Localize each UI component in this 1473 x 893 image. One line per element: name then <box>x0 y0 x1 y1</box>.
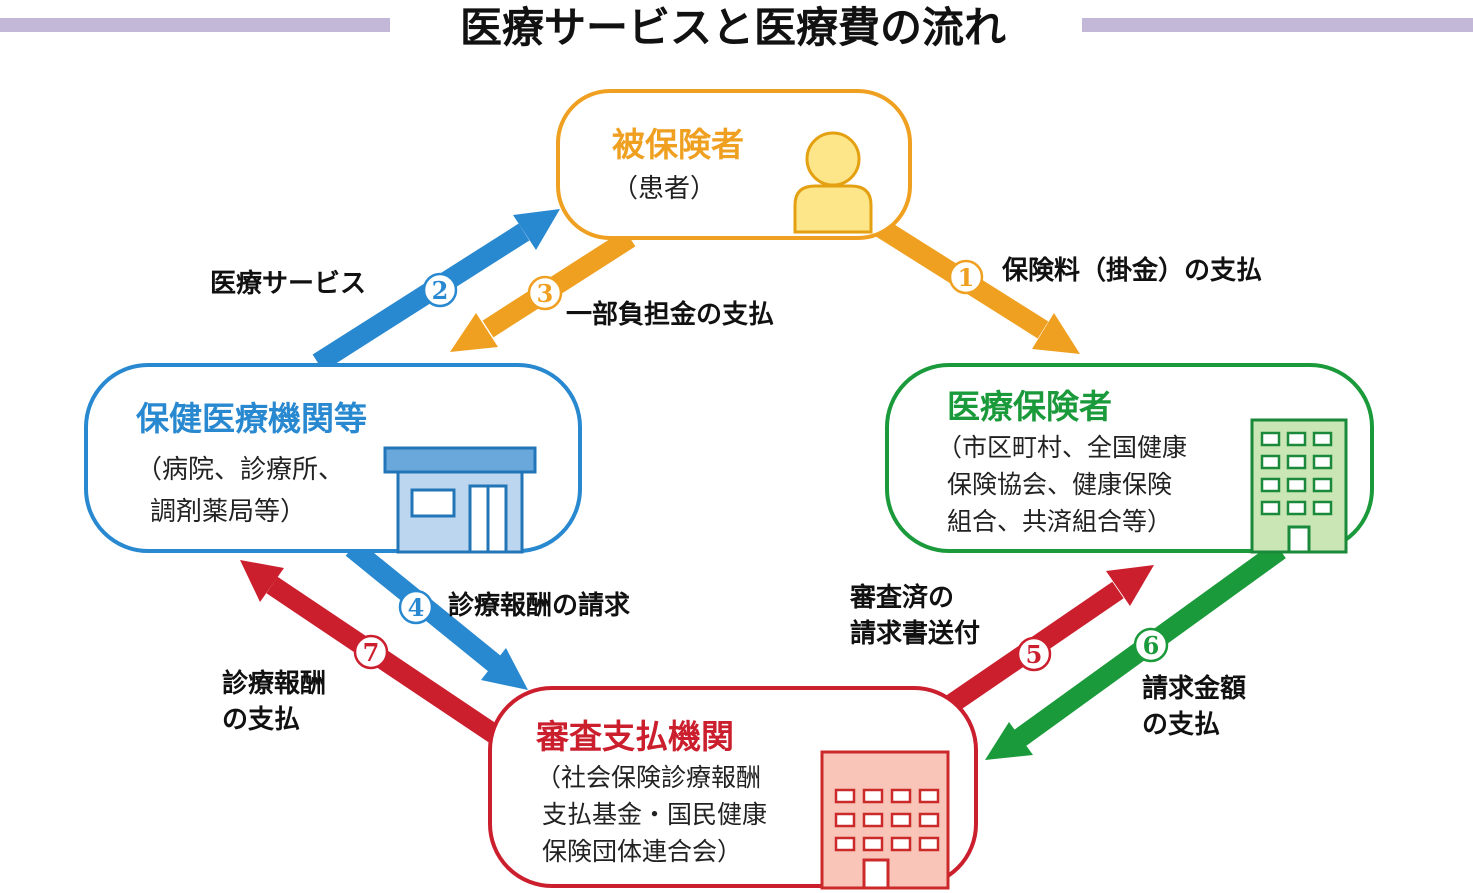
badge-7 <box>353 634 389 670</box>
node-provider: 保健医療機関等 （病院、診療所、 調剤薬局等） <box>84 363 582 554</box>
flow-6-label-line-1: 請求金額 <box>1142 673 1246 704</box>
flow-2-label-line-1: 医療サービス <box>210 269 366 299</box>
arrow-3-head <box>450 313 498 352</box>
node-insurer-line-1: （市区町村、全国健康 <box>937 433 1187 462</box>
arrow-7-head <box>240 560 284 602</box>
node-insured-title: 被保険者 <box>612 125 744 164</box>
badge-5 <box>1016 636 1052 672</box>
flow-3-label-line-1: 一部負担金の支払 <box>566 299 774 330</box>
node-provider-line-2: 調剤薬局等） <box>150 497 306 527</box>
flow-labels: 1 保険料（掛金）の支払 2 医療サービス 3 一部負担金の支払 4 診療報酬の… <box>210 255 1262 740</box>
flow-7-label-line-1: 診療報酬 <box>222 668 326 699</box>
arrow-5-head <box>1106 565 1154 606</box>
building-window <box>862 812 884 828</box>
building-window <box>834 836 856 852</box>
flow-5-label-line-1: 審査済の <box>849 582 954 613</box>
title-area: 医療サービスと医療費の流れ <box>0 3 1473 52</box>
building-window <box>890 788 912 804</box>
node-provider-title: 保健医療機関等 <box>136 399 367 438</box>
node-insurer-line-3: 組合、共済組合等） <box>947 507 1172 536</box>
node-review: 審査支払機関 （社会保険診療報酬 支払基金・国民健康 保険団体連合会） <box>488 686 978 890</box>
building-window <box>1260 454 1281 470</box>
office-tower-icon <box>820 750 950 890</box>
building-window <box>890 836 912 852</box>
badge-4 <box>398 589 434 625</box>
arrow-2-shaft <box>312 223 530 372</box>
arrow-6-head <box>985 722 1033 760</box>
building-window <box>1286 454 1307 470</box>
building-window <box>1312 431 1333 447</box>
node-insured-line-1: （患者） <box>612 174 716 204</box>
badge-3-number: 3 <box>537 279 554 308</box>
title-bar-right <box>1082 18 1473 32</box>
building-window <box>1286 500 1307 516</box>
building-window <box>890 812 912 828</box>
badge-1-number: 1 <box>958 263 975 292</box>
building-window <box>918 812 940 828</box>
node-review-line-2: 支払基金・国民健康 <box>542 800 767 829</box>
building-window <box>1286 431 1307 447</box>
node-insurer-title: 医療保険者 <box>947 387 1112 426</box>
node-provider-line-1: （病院、診療所、 <box>136 455 344 485</box>
arrow-4-head <box>481 648 528 690</box>
flow-7-label-line-2: の支払 <box>222 705 300 735</box>
flow-6-label-line-2: の支払 <box>1142 710 1220 740</box>
node-review-line-3: 保険団体連合会） <box>542 837 742 866</box>
badge-5-number: 5 <box>1026 640 1043 669</box>
title-bar-left <box>0 18 390 32</box>
badge-4-number: 4 <box>408 593 425 622</box>
badge-2 <box>422 272 458 308</box>
building-window <box>1286 477 1307 493</box>
page-title: 医療サービスと医療費の流れ <box>460 3 1006 52</box>
badge-7-number: 7 <box>363 638 380 667</box>
node-insured: 被保険者 （患者） <box>556 89 912 240</box>
flow-1-label-line-1: 保険料（掛金）の支払 <box>1001 255 1262 286</box>
building-window <box>862 836 884 852</box>
building-window <box>834 812 856 828</box>
building-window <box>834 788 856 804</box>
flow-5-label-line-2: 請求書送付 <box>850 618 980 649</box>
building-window <box>1260 500 1281 516</box>
node-insurer-line-2: 保険協会、健康保険 <box>947 470 1172 499</box>
building-window <box>1312 454 1333 470</box>
node-review-title: 審査支払機関 <box>535 717 734 756</box>
building-window <box>918 788 940 804</box>
flow-4-label-line-1: 診療報酬の請求 <box>448 590 630 621</box>
node-review-line-1: （社会保険診療報酬 <box>536 763 761 792</box>
badge-6-number: 6 <box>1143 631 1160 660</box>
person-icon <box>793 131 873 234</box>
office-building-icon <box>1250 418 1348 554</box>
arrow-1-head <box>1032 313 1080 354</box>
badge-2-number: 2 <box>432 276 449 305</box>
badge-1 <box>948 259 984 295</box>
building-window <box>1260 477 1281 493</box>
building-window <box>1260 431 1281 447</box>
arrow-2-head <box>513 209 560 250</box>
badge-6 <box>1133 627 1169 663</box>
arrow-7-shaft <box>266 576 506 747</box>
building-window <box>1312 500 1333 516</box>
badge-3 <box>527 275 563 311</box>
building-window <box>862 788 884 804</box>
clinic-building-icon <box>383 446 537 554</box>
building-window <box>918 836 940 852</box>
node-insurer: 医療保険者 （市区町村、全国健康 保険協会、健康保険 組合、共済組合等） <box>885 363 1374 554</box>
building-window <box>1312 477 1333 493</box>
